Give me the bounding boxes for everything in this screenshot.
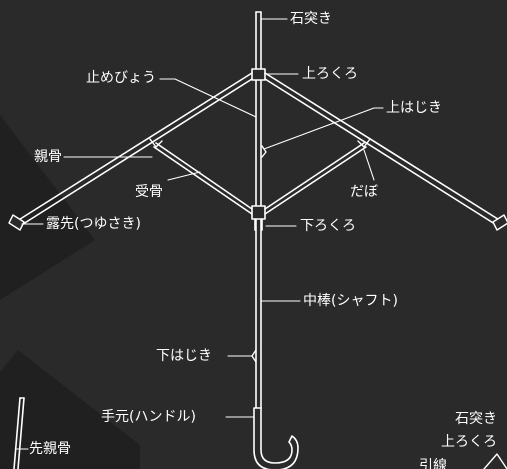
inset-rib-b — [17, 397, 25, 469]
label-chuubou: 中棒(シャフト) — [303, 293, 398, 309]
stretcher-left-b — [153, 146, 253, 215]
inset-runner-shape — [483, 453, 507, 469]
rib-left-b — [19, 78, 253, 227]
label-sakioyabone: 先親骨 — [29, 441, 71, 457]
stretcher-right-a — [264, 142, 365, 210]
bg-shape-lower — [0, 350, 140, 469]
handle-crook — [253, 407, 299, 469]
lower-runner — [251, 205, 266, 220]
inset-rib-a — [13, 397, 21, 469]
joint-left-mark — [149, 138, 163, 148]
label-tsuyusaki: 露先(つゆさき) — [46, 216, 141, 232]
label-dabo: だぼ — [350, 184, 378, 200]
label-temoto: 手元(ハンドル) — [101, 409, 196, 425]
leader-dabo — [363, 149, 375, 181]
label-ishizuki: 石突き — [290, 11, 332, 27]
label-shimo-hajiki: 下はじき — [156, 348, 212, 364]
bg-shape-upper — [0, 115, 95, 300]
rib-right-b — [264, 78, 499, 227]
label-tome-byou: 止めびょう — [86, 70, 156, 86]
label-inset-kami-rokuro: 上ろくろ — [441, 434, 497, 450]
upper-runner — [251, 68, 266, 81]
tip-left — [8, 214, 25, 231]
label-kami-hajiki: 上はじき — [386, 100, 442, 116]
leader-tome-byou — [159, 78, 257, 118]
label-shimo-rokuro: 下ろくろ — [300, 218, 356, 234]
stretcher-left-a — [155, 142, 253, 210]
rib-right-a — [264, 72, 502, 222]
label-oyabone: 親骨 — [34, 149, 62, 165]
tip-right — [492, 214, 507, 231]
label-kami-rokuro: 上ろくろ — [302, 66, 358, 82]
joint-right-mark — [357, 138, 371, 148]
leader-kami-hajiki — [263, 107, 384, 150]
upper-spring-mark — [261, 145, 267, 158]
leader-ukebone — [167, 171, 201, 181]
label-inset-ishizuki: 石突き — [455, 411, 497, 427]
rib-left-a — [16, 72, 253, 222]
label-inset-hikisen: 引線 — [419, 458, 447, 469]
stretcher-right-b — [264, 146, 367, 215]
label-ukebone: 受骨 — [135, 184, 163, 200]
